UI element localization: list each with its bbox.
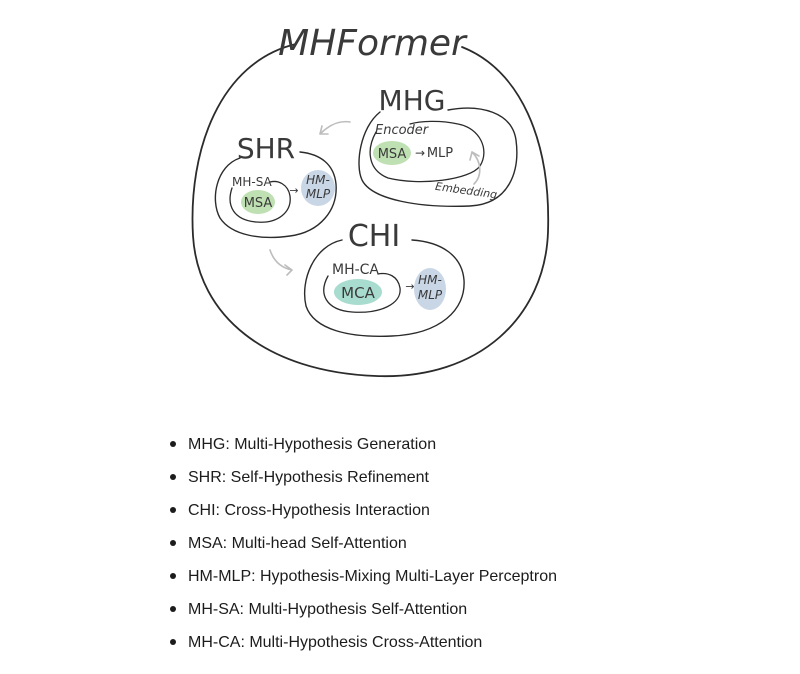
chi-outer-loop [304,239,465,337]
diagram-title: MHFormer [278,23,468,64]
list-item: MSA: Multi-head Self-Attention [168,527,768,560]
chi-title: CHI [348,219,400,254]
mhformer-diagram: MHFormer MHG Encoder MSA → MLP Embedding… [191,23,550,377]
chi-inner-loop [323,272,401,313]
chi-mlp-label: MLP [418,288,443,302]
chi-hm-label: HM- [418,273,442,287]
list-item: CHI: Cross-Hypothesis Interaction [168,494,768,527]
shr-hm-label: HM- [306,173,330,187]
mhg-msa-label: MSA [378,147,407,162]
mhg-outer-loop [358,107,518,207]
shr-mlp-label: MLP [306,187,331,201]
list-item: MHG: Multi-Hypothesis Generation [168,428,768,461]
list-item: HM-MLP: Hypothesis-Mixing Multi-Layer Pe… [168,560,768,593]
shr-msa-blob [241,190,275,214]
shr-mhsa-label: MH-SA [232,175,273,189]
embedding-arrow [469,151,481,185]
list-item: MH-CA: Multi-Hypothesis Cross-Attention [168,626,768,659]
chi-mca-blob [334,279,382,305]
abbreviation-list: MHG: Multi-Hypothesis Generation SHR: Se… [168,428,768,659]
chi-mhca-label: MH-CA [332,262,379,278]
chi-hmmlp-blob [414,268,446,310]
list-item: MH-SA: Multi-Hypothesis Self-Attention [168,593,768,626]
chi-arrow: → [405,280,414,293]
mhg-arrow: → [415,146,425,160]
chi-mca-label: MCA [341,284,375,302]
mhg-mlp-label: MLP [427,146,453,161]
mhg-encoder-label: Encoder [375,123,430,138]
mhg-embedding-label: Embedding [434,180,498,202]
shr-hmmlp-blob [301,170,335,206]
list-item: SHR: Self-Hypothesis Refinement [168,461,768,494]
shr-msa-label: MSA [244,196,273,211]
shr-outer-loop [214,151,337,239]
mhg-msa-blob [373,141,411,165]
outer-circle [191,43,550,377]
shr-to-chi-arrow [269,249,293,276]
mhg-title: MHG [379,84,446,117]
shr-arrow: → [289,184,298,197]
shr-title: SHR [237,132,295,165]
mhg-to-shr-arrow [319,120,351,135]
shr-inner-loop [229,180,291,223]
